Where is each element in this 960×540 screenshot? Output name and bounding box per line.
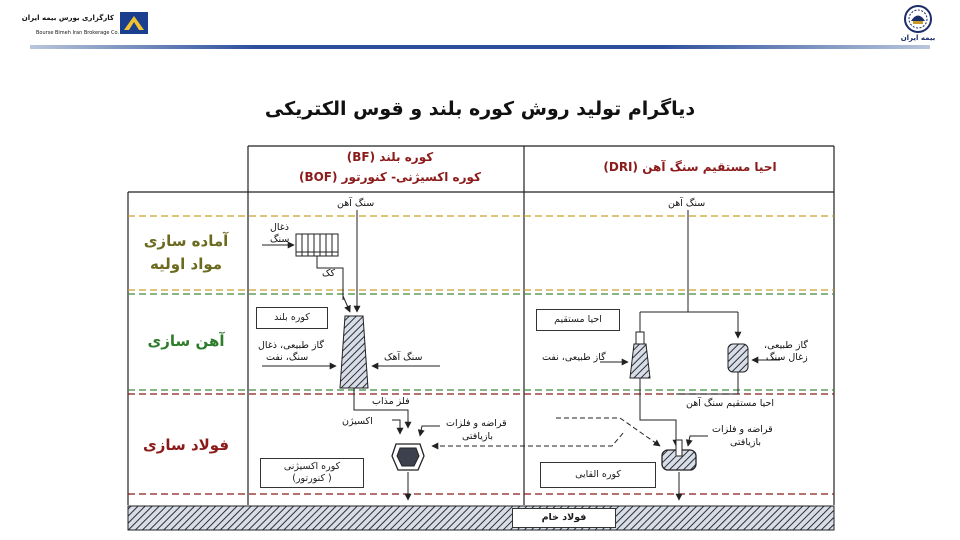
brokerage-logo-icon [120, 12, 148, 34]
oxygen-furnace-label-line1: کوره اکسیژنی [283, 460, 341, 472]
brokerage-name-en: Bourse Bimeh Iran Brokerage Co. [36, 30, 120, 36]
stage-separators [128, 215, 834, 495]
dri-scrap-label-line1: قراضه و فلزات [712, 424, 773, 435]
dri-gas-coal-label-line1: گاز طبیعی، [764, 340, 808, 351]
stage-prep-line1: آماده سازی [143, 232, 229, 250]
coke-oven-icon [295, 233, 339, 257]
brokerage-name-fa: کارگزاری بورس بیمه ایران [21, 14, 114, 22]
brokerage-logo: کارگزاری بورس بیمه ایران Bourse Bimeh Ir… [22, 12, 148, 42]
bf-column-header-line1: کوره بلند (BF) [346, 150, 434, 164]
oxygen-furnace-label-line2: ( کنورتور) [292, 473, 332, 484]
bf-iron-ore-label: سنگ آهن [337, 198, 375, 209]
dri-natural-gas-label: گاز طبیعی، نفت [542, 352, 606, 363]
bf-coke-label: کک [322, 268, 336, 279]
stage-prep-line2: مواد اولیه [149, 255, 223, 273]
shaft-reactor-icon [629, 331, 651, 379]
direct-reduction-box: احیا مستقیم [536, 309, 620, 331]
oxygen-furnace-box: کوره اکسیژنی ( کنورتور) [260, 458, 364, 488]
stage-steel: فولاد سازی [142, 436, 230, 454]
converter-icon [391, 443, 425, 471]
bf-fuel-label-line1: گاز طبیعی، ذغال [258, 340, 324, 351]
diagram-frame [127, 145, 835, 505]
bimeh-iran-name: بیمه ایران [900, 34, 936, 42]
header-divider [30, 45, 930, 49]
electric-furnace-icon [661, 439, 697, 471]
bf-scrap-label-line2: بازیافتی [462, 431, 493, 442]
bf-limestone-label: سنگ آهک [384, 352, 423, 363]
dri-product-label: احیا مستقیم سنگ آهن [686, 398, 774, 409]
blast-furnace-box: کوره بلند [256, 307, 328, 329]
bf-ore-label: سنگ [270, 234, 290, 245]
bf-scrap-label-line1: قراضه و فلزات [446, 418, 507, 429]
dri-scrap-label-line2: بازیافتی [730, 437, 761, 448]
crude-steel-label: فولاد خام [512, 508, 616, 528]
bf-coal-label: ذغال [270, 222, 289, 233]
retort-reactor-icon [727, 343, 749, 373]
crude-steel-bar [127, 505, 835, 531]
induction-furnace-box: کوره القایی [540, 462, 656, 488]
stage-iron: آهن سازی [147, 332, 225, 350]
bf-fuel-label-line2: سنگ، نفت [266, 352, 309, 363]
page-title: دیاگرام تولید روش کوره بلند و قوس الکتری… [264, 98, 696, 120]
bf-molten-metal-label: فلز مذاب [372, 396, 410, 407]
dri-iron-ore-label: سنگ آهن [668, 198, 706, 209]
bimeh-iran-logo: بیمه ایران [896, 4, 940, 44]
bf-column-header-line2: کوره اکسیژنی- کنورتور (BOF) [298, 170, 482, 184]
dri-column-header: احیا مستقیم سنگ آهن (DRI) [603, 160, 777, 174]
dri-gas-coal-label-line2: زغال سنگ [766, 352, 808, 363]
blast-furnace-icon [339, 315, 369, 389]
bf-oxygen-label: اکسیژن [342, 416, 373, 427]
bimeh-iran-emblem-icon [904, 5, 932, 33]
